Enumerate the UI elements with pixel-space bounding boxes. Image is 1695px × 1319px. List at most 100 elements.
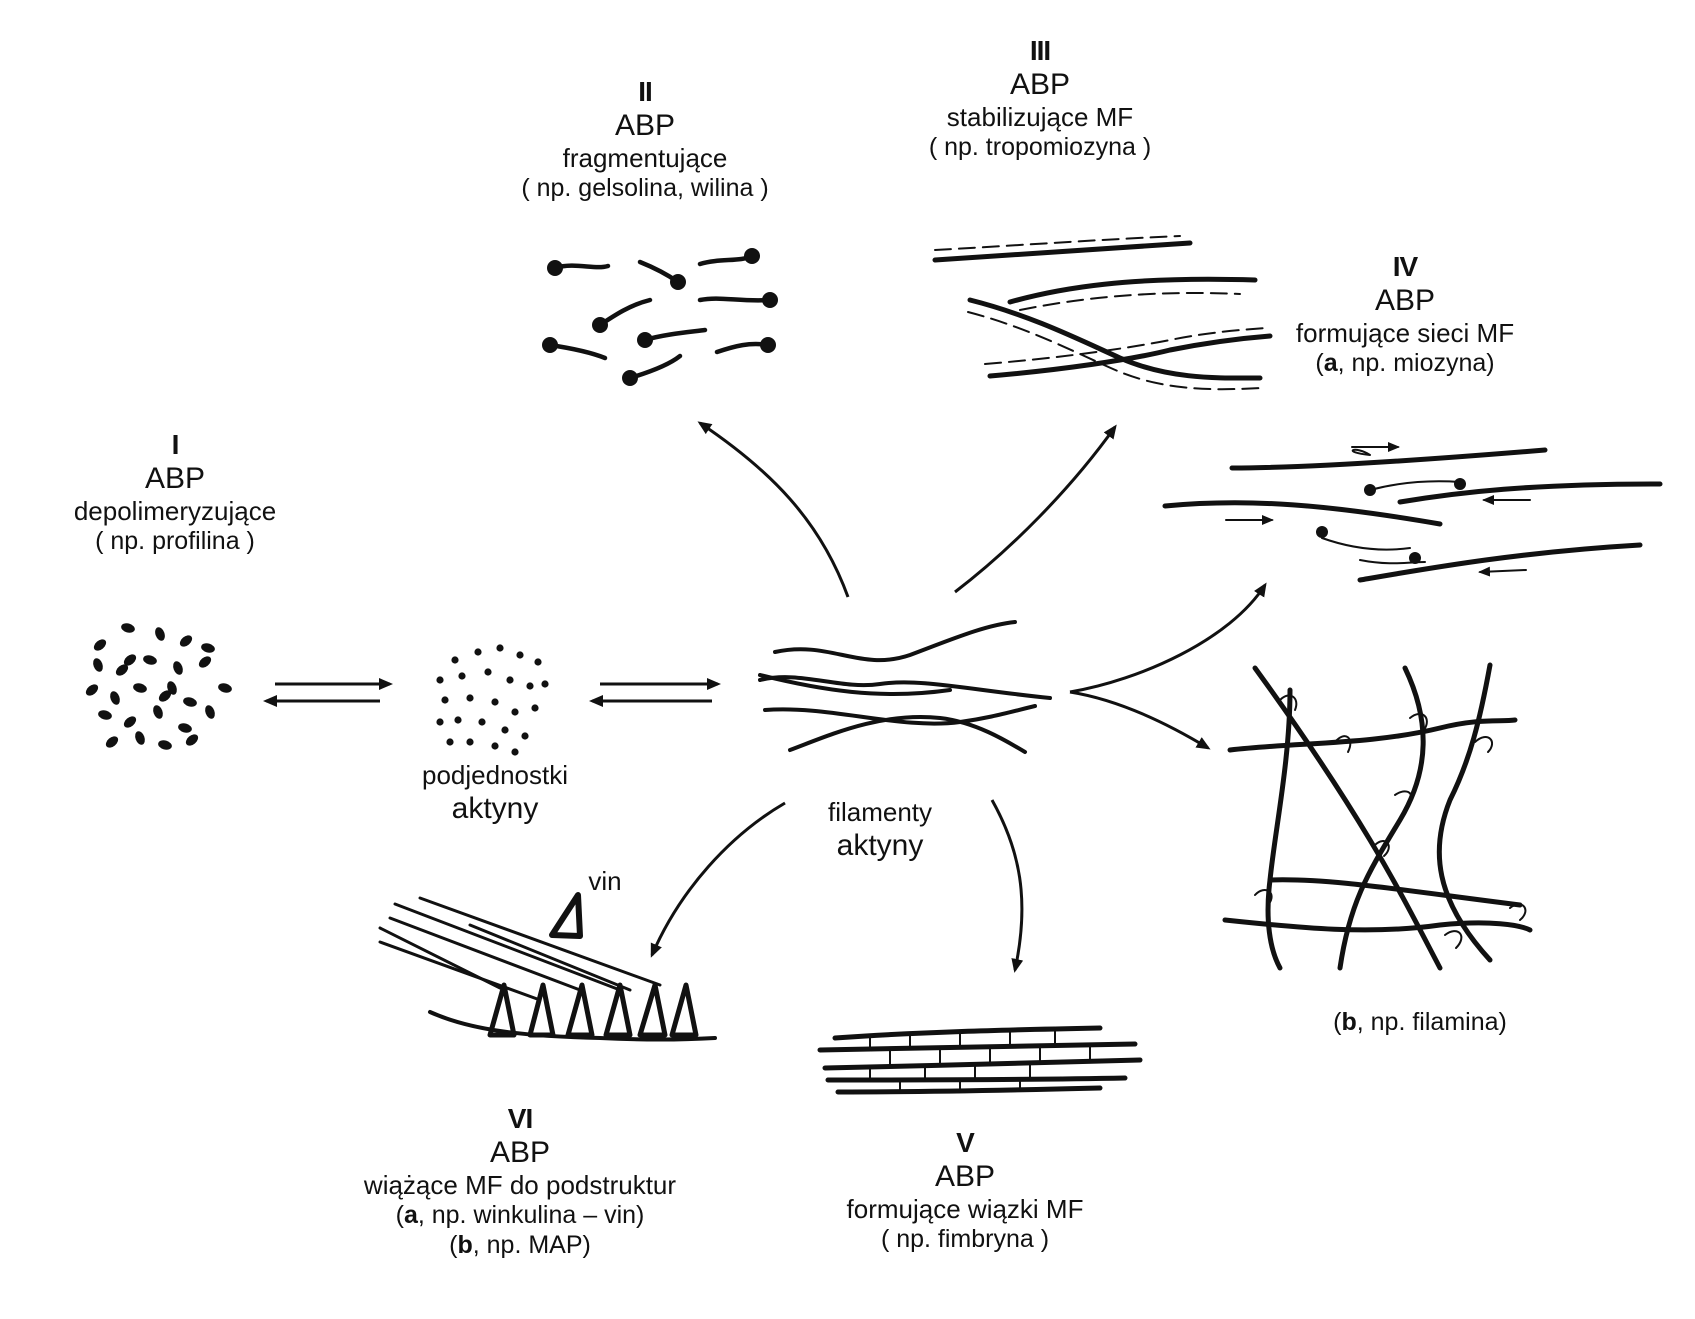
group-I-label: I ABP depolimeryzujące ( np. profilina ) <box>40 428 310 557</box>
group-III-abp: ABP <box>1009 68 1071 102</box>
group-V-label: V ABP formujące wiązki MF ( np. fimbryna… <box>815 1126 1115 1255</box>
monomer-blob <box>85 684 99 696</box>
vin-label-text: vin <box>588 866 622 896</box>
gelsolin-caps <box>542 248 778 386</box>
actin-subunits-dots <box>436 644 549 756</box>
group-II-abp: ABP <box>614 109 676 143</box>
group-VI-desc: wiążące MF do podstruktur <box>363 1170 677 1201</box>
group-I-desc: depolimeryzujące <box>73 496 277 527</box>
arrow-to-bundling <box>990 799 1024 973</box>
monomer-blob <box>173 661 183 675</box>
monomer-blob <box>178 723 192 733</box>
monomer-blob <box>123 716 137 728</box>
group-II-example: ( np. gelsolina, wilina ) <box>521 174 769 203</box>
group-V-desc: formujące wiązki MF <box>846 1194 1084 1225</box>
group-IV-example-b-letter: b <box>1341 1008 1357 1036</box>
subunit-dot <box>516 651 524 659</box>
group-IV-abp: ABP <box>1374 284 1436 318</box>
monomer-blob <box>183 697 197 707</box>
myosin-heads <box>1316 478 1466 564</box>
filamin-crosslinks <box>1254 694 1527 949</box>
subunit-dot <box>491 742 499 750</box>
arrow-to-network-b <box>1069 690 1211 750</box>
subunit-dot <box>511 708 519 716</box>
group-IV-numeral: IV <box>1392 251 1418 282</box>
monomer-blob <box>155 627 165 641</box>
monomer-blob <box>110 691 120 705</box>
group-II-label: II ABP fragmentujące ( np. gelsolina, wi… <box>485 75 805 204</box>
group-I-example: ( np. profilina ) <box>95 527 255 556</box>
group-V-abp: ABP <box>934 1160 996 1194</box>
group-VI-example-a: (a, np. winkulina – vin) <box>395 1201 645 1230</box>
group-VI-example-a-letter: a <box>403 1201 418 1230</box>
anchored-filaments <box>378 896 717 1042</box>
group-III-numeral: III <box>1029 35 1051 66</box>
subunits-label-line2: aktyny <box>451 791 539 825</box>
vinculin-triangles <box>487 982 699 1038</box>
group-IV-desc: formujące sieci MF <box>1295 318 1515 349</box>
monomer-blob <box>123 654 137 666</box>
group-IV-b-label: (b, np. filamina) <box>1280 1008 1560 1038</box>
group-I-abp: ABP <box>144 462 206 496</box>
group-I-numeral: I <box>171 429 180 460</box>
subunits-label: podjednostki aktyny <box>380 760 610 826</box>
group-VI-numeral: VI <box>507 1103 533 1134</box>
group-III-example: ( np. tropomiozyna ) <box>928 133 1152 162</box>
subunit-dot <box>511 748 519 756</box>
fragmented-filaments <box>547 253 773 381</box>
filaments-label-line1: filamenty <box>827 797 933 827</box>
stabilized-filaments <box>932 235 1273 391</box>
subunit-dot <box>466 694 474 702</box>
filaments-label: filamenty aktyny <box>775 797 985 863</box>
group-IV-example-a: (a, np. miozyna) <box>1315 349 1495 378</box>
subunit-dot <box>521 732 529 740</box>
subunit-dot <box>526 682 534 690</box>
equilibrium-arrows-left <box>263 678 393 707</box>
monomer-blob <box>158 690 172 702</box>
group-VI-example-b-text: , np. MAP) <box>472 1230 591 1259</box>
subunit-dot <box>541 680 549 688</box>
subunit-dot <box>474 648 482 656</box>
vinculin-legend-icon <box>549 892 583 939</box>
monomer-blob <box>143 655 157 665</box>
subunit-dot <box>534 658 542 666</box>
monomer-blob <box>115 664 129 676</box>
monomer-blob <box>179 635 193 647</box>
monomer-blob <box>135 731 145 745</box>
group-VI-abp: ABP <box>489 1136 551 1170</box>
subunit-dot <box>466 738 474 746</box>
group-VI-example-b: (b, np. MAP) <box>449 1230 591 1259</box>
group-IV-label: IV ABP formujące sieci MF (a, np. miozyn… <box>1265 250 1545 379</box>
subunit-dot <box>491 698 499 706</box>
arrow-to-network-a <box>1069 582 1267 694</box>
group-III-desc: stabilizujące MF <box>946 102 1134 133</box>
filaments-label-line2: aktyny <box>836 828 924 862</box>
group-VI-label: VI ABP wiążące MF do podstruktur (a, np.… <box>330 1102 710 1260</box>
monomer-blob <box>98 710 112 720</box>
subunit-dot <box>446 738 454 746</box>
group-VI-example-b-letter: b <box>457 1230 473 1259</box>
monomer-blob <box>93 658 103 672</box>
group-IV-example-b-text: , np. filamina) <box>1356 1008 1507 1036</box>
group-V-example: ( np. fimbryna ) <box>880 1225 1050 1254</box>
monomer-blob <box>105 736 119 748</box>
vin-label: vin <box>580 866 630 897</box>
filamin-network <box>1222 662 1533 971</box>
group-II-numeral: II <box>638 76 653 107</box>
group-IV-example-a-text: , np. miozyna) <box>1337 349 1495 378</box>
subunit-dot <box>478 718 486 726</box>
subunit-dot <box>501 726 509 734</box>
monomer-blob <box>153 705 163 719</box>
subunits-label-line1: podjednostki <box>422 760 568 790</box>
group-V-numeral: V <box>956 1127 975 1158</box>
monomer-blob <box>158 740 172 750</box>
arrow-to-stabilizing <box>954 424 1117 594</box>
subunit-dot <box>441 696 449 704</box>
monomer-blob <box>185 734 199 746</box>
monomer-blob <box>198 656 212 668</box>
subunit-dot <box>451 656 459 664</box>
actin-filaments-bundle <box>758 620 1052 754</box>
group-II-desc: fragmentujące <box>562 143 728 174</box>
subunit-dot <box>496 644 504 652</box>
subunit-dot <box>454 716 462 724</box>
